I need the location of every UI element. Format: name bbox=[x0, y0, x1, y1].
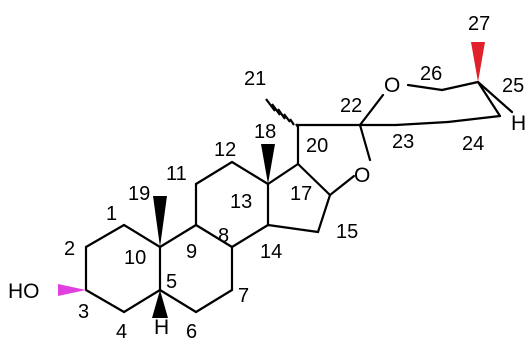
bond-c11-c12 bbox=[194, 160, 234, 186]
bond-c24-c23 bbox=[446, 114, 502, 124]
bond-o-c16 bbox=[328, 174, 356, 197]
bond-c9-c8 bbox=[194, 223, 234, 249]
locant-18: 18 bbox=[254, 121, 276, 143]
locant-7: 7 bbox=[238, 285, 249, 307]
locant-13: 13 bbox=[230, 191, 252, 213]
bond-c15-c14 bbox=[266, 223, 320, 234]
locant-24: 24 bbox=[462, 133, 484, 155]
bond-c14-c8 bbox=[230, 223, 270, 249]
bond-c25-h bbox=[476, 80, 514, 114]
locant-21: 21 bbox=[244, 68, 266, 90]
wedge-c3-hydroxyl bbox=[58, 284, 86, 296]
locant-22: 22 bbox=[340, 95, 362, 117]
locant-4: 4 bbox=[116, 321, 127, 340]
bond-c17-c16 bbox=[296, 162, 332, 197]
bond-skeleton bbox=[84, 80, 514, 314]
bond-c2-c1 bbox=[84, 223, 126, 249]
locant-25: 25 bbox=[502, 75, 524, 97]
wedge-c18-methyl bbox=[261, 144, 275, 184]
ring-oxygen-f: O bbox=[384, 74, 400, 97]
locant-19: 19 bbox=[128, 183, 150, 205]
locant-5: 5 bbox=[166, 271, 177, 293]
locant-10: 10 bbox=[124, 247, 146, 269]
locant-17: 17 bbox=[290, 183, 312, 205]
hydroxyl-label: HO bbox=[8, 280, 40, 303]
locant-11: 11 bbox=[166, 163, 187, 185]
bond-c23-c22 bbox=[394, 120, 450, 127]
wedge-c5-h bbox=[152, 290, 168, 318]
wedge-c19-methyl bbox=[153, 196, 167, 247]
bond-c22-o bbox=[358, 123, 372, 162]
locant-3: 3 bbox=[78, 301, 89, 323]
bond-c4-c3 bbox=[84, 288, 126, 314]
locant-20: 20 bbox=[306, 135, 328, 157]
bond-c1-c10 bbox=[122, 223, 162, 249]
bond-c25-c24 bbox=[476, 80, 502, 118]
bond-c10-c9 bbox=[158, 223, 198, 249]
bond-c26-c25 bbox=[440, 80, 480, 92]
bond-c13-c17 bbox=[266, 162, 300, 186]
bond-c7-c6 bbox=[194, 288, 234, 314]
locant-26: 26 bbox=[420, 63, 442, 85]
locant-23: 23 bbox=[392, 131, 414, 153]
bond-c6-c5 bbox=[158, 288, 198, 314]
bond-c12-c13 bbox=[230, 160, 270, 186]
bond-c22-o-pyran bbox=[358, 93, 385, 127]
locant-6: 6 bbox=[186, 321, 197, 340]
locant-labels: 1 2 3 4 5 6 7 8 9 10 11 12 13 14 15 17 1… bbox=[64, 13, 524, 340]
locant-15: 15 bbox=[336, 221, 358, 243]
locant-9: 9 bbox=[186, 241, 197, 263]
h5-label: H bbox=[154, 316, 169, 339]
hash-c20-c21 bbox=[265, 98, 299, 128]
locant-27: 27 bbox=[468, 13, 490, 35]
wedge-c25-methyl bbox=[471, 42, 485, 82]
bond-o-c26 bbox=[406, 83, 444, 92]
locant-2: 2 bbox=[64, 238, 75, 260]
ring-oxygen-e: O bbox=[354, 164, 370, 187]
locant-8: 8 bbox=[218, 225, 229, 247]
bond-c5-c4 bbox=[122, 288, 162, 314]
locant-1: 1 bbox=[106, 203, 117, 225]
locant-14: 14 bbox=[260, 241, 282, 263]
h25-label: H bbox=[511, 112, 526, 135]
bond-c16-c15 bbox=[316, 193, 332, 234]
locant-12: 12 bbox=[214, 139, 236, 161]
